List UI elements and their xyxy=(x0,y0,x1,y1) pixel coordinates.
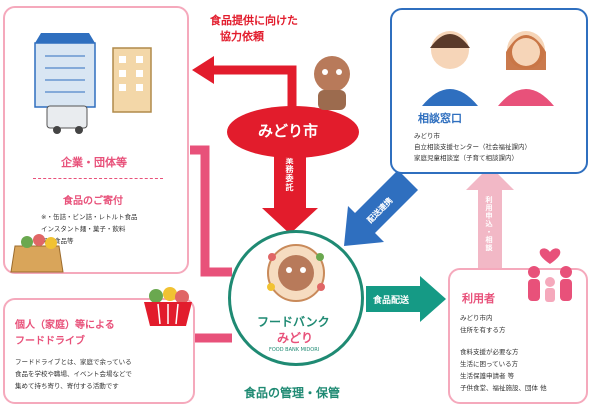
consult-line-3: 家庭児童相談室（子育て相談課内） xyxy=(414,154,518,162)
companies-box: 企業・団体等 食品のご寄付 ※・缶詰・ビン詰・レトルト食品 インスタント麺・菓子… xyxy=(3,6,189,274)
users-line-1: みどり市内 xyxy=(460,314,493,322)
delivery-arrow-shaft xyxy=(366,286,422,312)
apply-arrow-head xyxy=(466,166,514,190)
foodbank-name-1: フードバンク xyxy=(257,315,330,329)
city-ellipse xyxy=(227,106,359,158)
users-line-5: 生活に困っている方 xyxy=(460,360,519,368)
users-line-2: 住所を有する方 xyxy=(460,326,506,334)
apply-label: 利用申込・相談 xyxy=(485,196,493,252)
delivery-arrow-head xyxy=(420,276,446,322)
request-label-2: 協力依頼 xyxy=(220,30,264,43)
outsource-arrow-head xyxy=(262,208,318,234)
outsource-label: 業務委託 xyxy=(285,156,294,192)
users-title: 利用者 xyxy=(462,292,495,305)
consult-line-2: 自立相談支援センター（社会福祉課内） xyxy=(414,143,531,151)
foodbank-circle: フードバンク みどり FOOD BANK MIDORI xyxy=(228,230,364,366)
companies-connector xyxy=(190,145,232,277)
donation-title: 食品のご寄付 xyxy=(63,196,123,207)
foodbank-mascot-icon xyxy=(267,244,325,302)
request-arrow-shaft xyxy=(212,65,297,112)
apply-arrow-shaft xyxy=(478,188,502,268)
handover-arrow-head xyxy=(344,206,384,246)
home-title-2: フードドライブ xyxy=(15,336,85,347)
home-desc-3: 集めて持ち寄り、寄付する活動です xyxy=(15,382,119,390)
donation-item-3: 保管食品等 xyxy=(41,237,74,245)
management-label: 食品の管理・保管 xyxy=(244,386,341,400)
donation-item-1: ※・缶詰・ビン詰・レトルト食品 xyxy=(41,213,138,221)
users-box: 利用者 みどり市内 住所を有する方 食料支援が必要な方 生活に困っている方 生活… xyxy=(448,268,588,404)
consult-line-1: みどり市 xyxy=(414,132,440,140)
companies-divider xyxy=(33,178,163,179)
building-icon xyxy=(34,33,152,134)
consult-box: 相談窓口 みどり市 自立相談支援センター（社会福祉課内） 家庭児童相談室（子育て… xyxy=(390,8,588,174)
home-desc-1: フードドライブとは、家庭で余っている xyxy=(15,358,132,366)
mascot-icon xyxy=(314,56,350,110)
companies-title: 企業・団体等 xyxy=(61,156,127,169)
foodbank-roman: FOOD BANK MIDORI xyxy=(269,347,320,353)
delivery-label: 食品配送 xyxy=(373,296,410,306)
basket-icon xyxy=(144,287,192,326)
users-line-4: 食料支援が必要な方 xyxy=(460,348,519,356)
donation-item-2: インスタント麺・菓子・飲料 xyxy=(41,225,126,233)
family-icon xyxy=(528,248,572,302)
consult-title: 相談窓口 xyxy=(418,112,462,125)
city-name: みどり市 xyxy=(258,122,319,140)
home-title-1: 個人（家庭）等による xyxy=(15,320,115,331)
foodbank-name-2: みどり xyxy=(277,331,314,345)
users-line-6: 生活保護申請者 等 xyxy=(460,372,515,380)
request-arrow-head xyxy=(192,56,214,84)
operators-icon xyxy=(422,31,554,106)
home-desc-2: 食品を学校や職場、イベント会場などで xyxy=(15,370,132,378)
request-label-1: 食品提供に向けた xyxy=(210,14,298,27)
handover-arrow-shaft xyxy=(352,170,418,236)
outsource-arrow-shaft xyxy=(274,148,306,210)
users-line-7: 子供食堂、福祉施設、団体 他 xyxy=(460,384,547,392)
food-box-icon xyxy=(10,234,64,273)
